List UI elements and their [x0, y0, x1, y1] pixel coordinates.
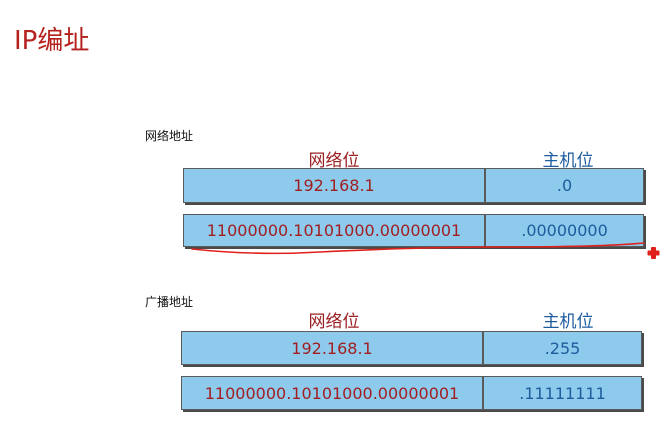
broadcast-address-net-binary: 11000000.10101000.00000001: [181, 376, 483, 410]
host-bits-header: 主机位: [542, 151, 594, 171]
annotation-underline: [191, 242, 645, 255]
network-address-host-decimal: .0: [485, 168, 644, 203]
network-bits-header: 网络位: [308, 151, 360, 171]
network-address-label: 网络地址: [145, 129, 194, 143]
broadcast-address-net-decimal: 192.168.1: [181, 331, 483, 365]
broadcast-network-bits-header: 网络位: [308, 312, 360, 332]
network-address-net-binary: 11000000.10101000.00000001: [183, 214, 485, 247]
broadcast-address-host-decimal: .255: [483, 331, 642, 365]
broadcast-address-label: 广播地址: [145, 295, 194, 309]
page-title: IP编址: [14, 26, 90, 56]
network-address-net-decimal: 192.168.1: [183, 168, 485, 203]
pen-cursor-icon: [647, 247, 660, 259]
broadcast-host-bits-header: 主机位: [542, 312, 594, 332]
network-address-host-binary: .00000000: [485, 214, 644, 247]
broadcast-address-host-binary: .11111111: [483, 376, 642, 410]
